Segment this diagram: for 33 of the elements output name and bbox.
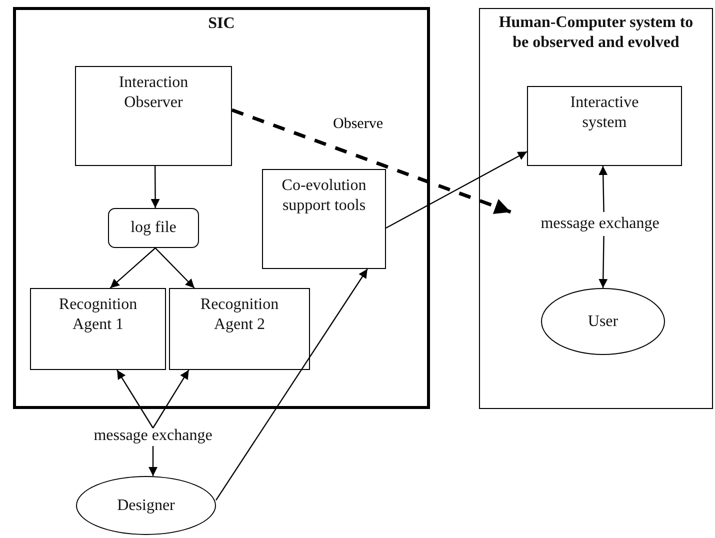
actor-ellipse [541,288,665,355]
node-label: User [586,312,620,332]
process-box [527,86,682,166]
node-label: log file [130,218,178,238]
arrow [216,268,368,501]
arrow [148,446,158,476]
arrow [154,248,195,288]
system-boundary-box [479,8,713,409]
node-label: Designer [116,496,176,516]
arrow [231,108,512,214]
node-label: Interaction Observer [118,73,190,113]
arrow [386,151,528,229]
actor-ellipse [76,476,216,535]
data-store-box [108,208,199,248]
group-heading: Human-Computer system to be observed and evolved [498,13,694,53]
group-heading: SIC [207,14,236,34]
exchange-label: message exchange [92,426,214,446]
exchange-label: message exchange [540,214,660,234]
system-boundary-box [13,7,430,409]
arrow [598,166,608,212]
node-label: Co-evolution support tools [280,176,368,216]
arrow [116,370,154,428]
process-box [30,288,166,370]
node-label: Recognition Agent 2 [199,295,280,335]
node-label: Interactive system [569,93,640,133]
process-box [75,66,232,166]
process-box [262,169,386,269]
arrow [152,370,190,428]
arrow [110,248,156,288]
arrow [598,236,608,288]
node-label: Recognition Agent 1 [58,295,138,335]
arrow [150,166,160,208]
process-box [169,288,310,370]
